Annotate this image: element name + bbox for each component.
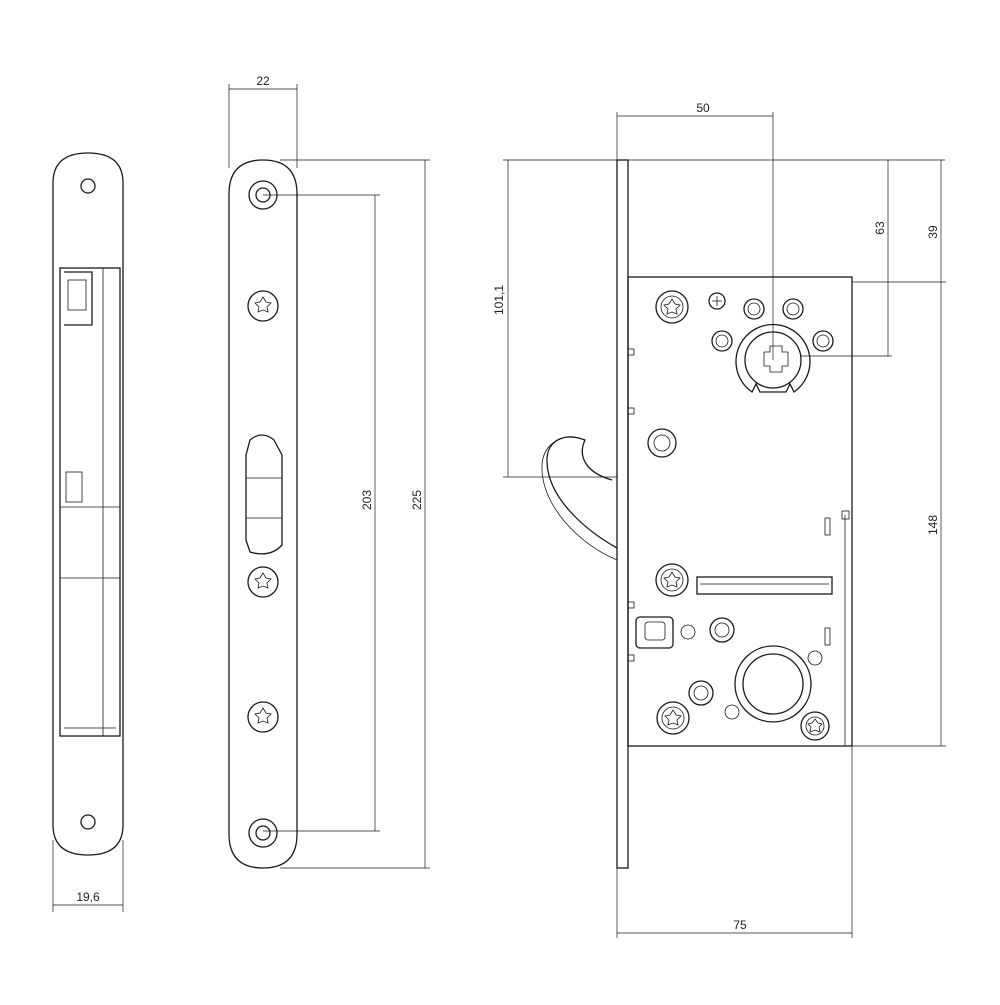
side-bolt-detail — [65, 471, 83, 503]
cylinder-big-hole — [734, 645, 812, 723]
dim-screw-spacing-label: 203 — [360, 490, 374, 510]
dim-spindle-offset-label: 63 — [873, 221, 887, 235]
faceplate-screw-2 — [247, 566, 279, 598]
case-faceplate-edge — [616, 159, 629, 869]
case-screw-bottom-right — [800, 711, 830, 741]
nub-3 — [627, 601, 635, 609]
dim-backset-label: 50 — [696, 101, 710, 115]
faceplate-hook-bolt — [245, 434, 283, 555]
faceplate-bottom-hole — [248, 818, 278, 848]
nub-4 — [627, 654, 635, 662]
square-follower-inner — [644, 621, 666, 641]
dim-side-thickness-label: 19,6 — [76, 890, 100, 904]
side-view: 19,6 — [52, 152, 124, 912]
case-screw-top — [655, 290, 689, 324]
case-screw-bottom — [656, 701, 690, 735]
nub-2 — [627, 407, 635, 415]
dim-faceplate-width-label: 22 — [256, 74, 270, 88]
slot-mark-2 — [824, 627, 831, 646]
small-pin-1 — [680, 624, 696, 640]
side-top-hole — [80, 178, 96, 194]
faceplate-screw-1 — [247, 290, 279, 322]
hook-latch — [546, 436, 618, 549]
nub-1 — [627, 348, 635, 356]
square-follower — [635, 616, 674, 649]
small-pin-3 — [724, 704, 740, 720]
dim-faceplate-length-label: 225 — [410, 490, 424, 510]
case-small-screw — [708, 292, 726, 310]
bolt-bar — [696, 576, 833, 595]
faceplate-screw-3 — [247, 701, 279, 733]
side-latch-detail — [67, 279, 87, 311]
slot-mark-1 — [824, 517, 831, 536]
dim-case-depth-label: 75 — [733, 918, 747, 932]
spindle-surround-holes — [711, 298, 834, 352]
case-screw-lower — [655, 563, 689, 597]
side-case-body — [59, 267, 121, 737]
front-view: 22 203 225 — [228, 74, 430, 869]
case-boss-bottom — [688, 680, 714, 706]
case-boss-lower — [709, 617, 735, 643]
case-boss-mid — [647, 428, 677, 458]
case-edge-tab — [841, 510, 850, 520]
case-body — [627, 276, 853, 747]
dim-hook-height-label: 101,1 — [492, 285, 506, 315]
dim-case-height-label: 148 — [926, 515, 940, 535]
side-bottom-hole — [80, 814, 96, 830]
faceplate-outline — [228, 159, 298, 869]
side-view-outline — [52, 152, 124, 856]
small-pin-2 — [807, 650, 823, 666]
dim-case-top-offset-label: 39 — [926, 225, 940, 239]
case-view: 50 101,1 63 39 148 75 — [492, 101, 946, 938]
hook-latch-inner — [541, 436, 618, 561]
side-latch — [64, 271, 93, 326]
